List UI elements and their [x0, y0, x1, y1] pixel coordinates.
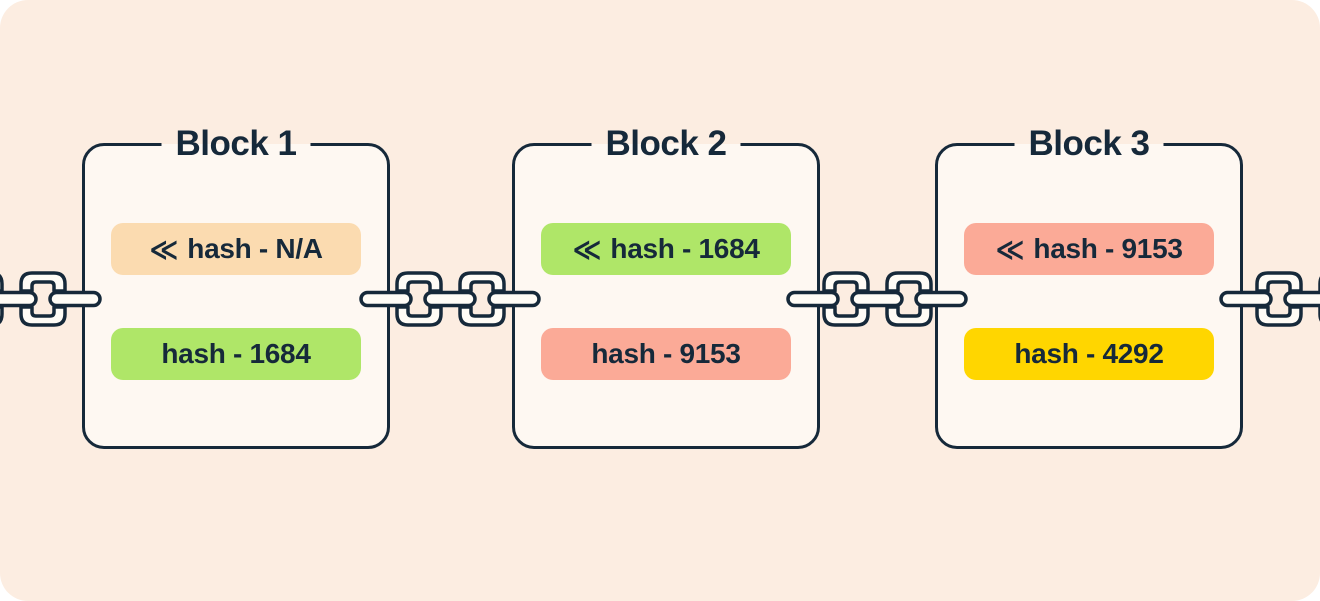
- block-title: Block 2: [591, 124, 741, 164]
- prev-hash-label: hash - 1684: [610, 233, 760, 264]
- block-title: Block 3: [1014, 124, 1164, 164]
- own-hash-label: hash - 1684: [161, 338, 311, 369]
- own-hash-chip: hash - 4292: [964, 328, 1214, 380]
- own-hash-chip: hash - 9153: [541, 328, 791, 380]
- chain-link-icon: [0, 267, 102, 331]
- prev-hash-label: hash - 9153: [1033, 233, 1183, 264]
- prev-hash-chip: ≪ hash - N/A: [111, 223, 361, 275]
- own-hash-chip: hash - 1684: [111, 328, 361, 380]
- prev-hash-chip: ≪ hash - 9153: [964, 223, 1214, 275]
- own-hash-label: hash - 4292: [1014, 338, 1164, 369]
- block-card-1: Block 1 ≪ hash - N/A hash - 1684: [82, 124, 390, 449]
- own-hash-label: hash - 9153: [591, 338, 741, 369]
- chain-link-icon: [1219, 267, 1320, 331]
- chain-link-icon: [359, 267, 541, 331]
- prev-hash-chip: ≪ hash - 1684: [541, 223, 791, 275]
- prev-hash-icon: ≪: [149, 233, 179, 266]
- block-title: Block 1: [161, 124, 311, 164]
- prev-hash-icon: ≪: [995, 233, 1025, 266]
- prev-hash-icon: ≪: [572, 233, 602, 266]
- prev-hash-label: hash - N/A: [187, 233, 323, 264]
- chain-link-icon: [786, 267, 968, 331]
- block-card-2: Block 2 ≪ hash - 1684 hash - 9153: [512, 124, 820, 449]
- block-card-3: Block 3 ≪ hash - 9153 hash - 4292: [935, 124, 1243, 449]
